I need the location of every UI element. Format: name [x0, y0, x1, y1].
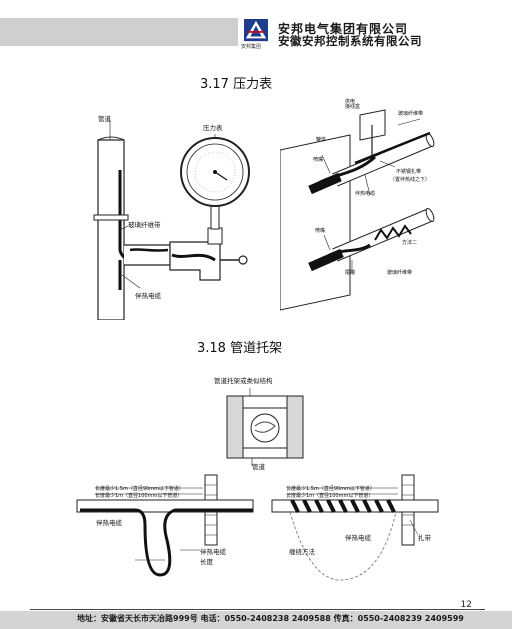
label-len-left-1: 长度最少1.5m（直径90mm以下管道）	[95, 486, 184, 492]
header-band-right	[238, 18, 512, 46]
label-glass-tape-top: 玻璃纤维带	[398, 111, 424, 117]
pressure-gauge-diagram	[93, 120, 250, 320]
label-pipe-318: 管道	[252, 463, 265, 471]
footer-band	[0, 611, 512, 629]
page-number: 12	[460, 600, 472, 610]
wrap-method-diagram	[271, 474, 439, 581]
company-name-2: 安徽安邦控制系统有限公司	[278, 34, 422, 48]
label-power-junction: 供电 接线盒	[345, 99, 361, 110]
label-method-two: 方法二	[402, 240, 418, 246]
label-len-right-2: 长度最少1m（直径100mm以下管道）	[286, 493, 374, 499]
company-logo-icon	[244, 19, 268, 42]
label-gauge: 压力表	[203, 124, 223, 132]
label-stainless-clamp: 不锈钢扎带	[396, 169, 422, 175]
label-tail-nozzle: 尾端	[345, 270, 356, 276]
label-support-title: 管道托架或类似结构	[214, 377, 273, 385]
company-name-1: 安邦电气集团有限公司	[278, 22, 409, 36]
label-nozzle-top: 喷嘴	[313, 157, 324, 163]
label-nozzle-bottom: 喷嘴	[315, 228, 326, 234]
label-heat-cable-left: 伴热电缆	[135, 292, 161, 300]
tank-nozzle-diagram	[280, 109, 435, 311]
header-band-left	[0, 18, 238, 46]
logo-caption: 安邦集团	[241, 44, 262, 50]
label-pipe-317: 管道	[98, 115, 111, 123]
label-heat-cable-left-318: 伴热电缆	[96, 519, 122, 527]
label-tie: 扎带	[418, 534, 431, 542]
label-glass-tape-left: 玻璃纤维带	[128, 221, 161, 229]
support-structure-diagram	[226, 388, 304, 466]
section-318-title: 3.18 管道托架	[197, 341, 283, 356]
section-317-title: 3.17 压力表	[200, 77, 273, 92]
label-tank: 罐体	[316, 137, 327, 143]
footer-divider	[30, 609, 485, 610]
label-len-left-2: 长度最少1m（直径100mm以下管道）	[95, 493, 183, 499]
label-stainless-clamp-note: （置伴热线之下）	[390, 177, 431, 183]
label-heat-cable-mid: 伴热电缆	[200, 548, 226, 556]
label-glass-tape-bottom: 玻璃纤维带	[387, 270, 413, 276]
footer-contact: 地址：安徽省天长市天冶路999号 电话：0550-2408238 2409588…	[77, 614, 464, 623]
label-wrap-method: 缠绕方法	[289, 548, 315, 556]
label-heat-cable-right: 伴热电缆	[355, 191, 376, 197]
label-len-right-1: 长度最少1.5m（直径90mm以下管道）	[286, 486, 375, 492]
label-heat-cable-right-318: 伴热电缆	[345, 534, 371, 542]
loop-method-diagram	[76, 474, 254, 577]
label-length: 长度	[200, 558, 213, 566]
